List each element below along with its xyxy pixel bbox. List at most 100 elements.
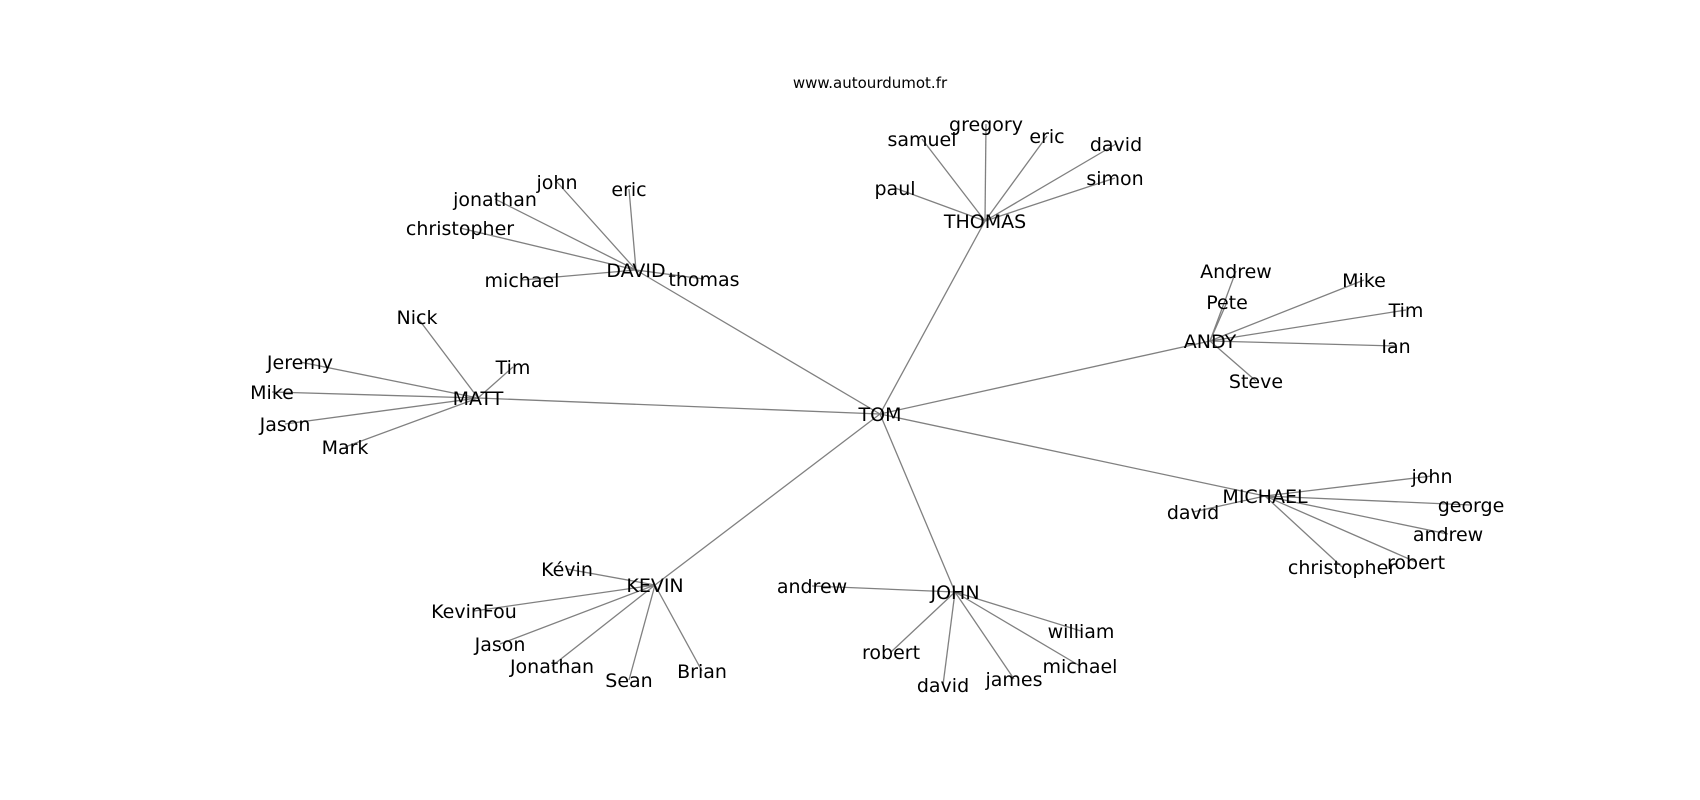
edge-andy-leaf (1209, 340, 1257, 382)
edge-david-leaf (459, 227, 637, 271)
edge-david-leaf (628, 188, 637, 271)
leaf-node-label: michael (1043, 656, 1118, 678)
edge-michael-leaf (1264, 475, 1433, 497)
edge-matt-leaf (299, 361, 479, 399)
edge-root-thomas (879, 220, 986, 415)
edge-andy-leaf (1209, 309, 1407, 342)
edge-andy-leaf (1209, 340, 1397, 347)
leaf-node-label: Kévin (541, 559, 593, 581)
edge-michael-leaf (1264, 495, 1343, 568)
leaf-node-label: eric (611, 179, 646, 201)
leaf-node-label: christopher (406, 218, 514, 240)
edge-root-david (635, 269, 881, 415)
edge-andy-leaf (1209, 270, 1237, 342)
edge-root-kevin (654, 413, 881, 586)
hub-node-label: MICHAEL (1222, 486, 1308, 508)
edge-kevin-leaf (566, 568, 656, 586)
leaf-node-label: robert (862, 642, 920, 664)
leaf-node-label: Nick (397, 307, 438, 329)
leaf-node-label: Mike (1342, 270, 1386, 292)
edge-andy-leaf (1209, 279, 1365, 342)
edge-david-leaf (635, 269, 705, 280)
leaf-node-label: Pete (1206, 292, 1248, 314)
leaf-node-label: david (917, 675, 969, 697)
edge-david-leaf (521, 269, 637, 281)
leaf-node-label: thomas (668, 269, 739, 291)
edge-michael-leaf (1192, 495, 1266, 513)
edge-thomas-leaf (984, 123, 987, 222)
hub-node-label: DAVID (606, 260, 665, 282)
hub-node-label: MATT (453, 388, 504, 410)
edge-root-andy (879, 340, 1211, 415)
edge-matt-leaf (284, 397, 479, 425)
leaf-node-label: Jonathan (509, 656, 594, 678)
edge-john-leaf (954, 591, 1015, 680)
leaf-node-label: Andrew (1200, 261, 1272, 283)
edge-kevin-leaf (551, 584, 656, 667)
edge-thomas-leaf (984, 135, 1048, 222)
source-text: www.autourdumot.fr (793, 74, 948, 92)
edge-matt-leaf (344, 397, 479, 448)
leaf-node-label: Jason (474, 634, 526, 656)
leaf-node-label: Steve (1229, 371, 1283, 393)
edge-thomas-leaf (921, 138, 986, 222)
edge-michael-leaf (1264, 495, 1449, 535)
edge-kevin-leaf (654, 584, 703, 672)
edge-john-leaf (942, 591, 956, 686)
leaf-node-label: michael (485, 270, 560, 292)
leaf-node-label: samuel (887, 129, 956, 151)
leaf-node-label: Jeremy (266, 352, 333, 374)
hub-node-label: KEVIN (626, 575, 683, 597)
edge-david-leaf (494, 198, 637, 271)
leaf-node-label: eric (1029, 126, 1064, 148)
leaf-node-label: KevinFou (431, 601, 517, 623)
hub-node-label: JOHN (929, 582, 979, 604)
leaf-node-label: robert (1387, 552, 1445, 574)
leaf-node-label: james (984, 669, 1042, 691)
edge-matt-leaf (477, 366, 514, 399)
leaf-node-label: Brian (677, 661, 727, 683)
edge-michael-leaf (1264, 495, 1417, 563)
edge-thomas-leaf (984, 143, 1117, 222)
root-node-label: TOM (858, 404, 902, 426)
leaf-node-label: gregory (949, 114, 1023, 136)
edge-john-leaf (954, 591, 1082, 632)
edge-root-john (879, 413, 956, 593)
leaf-node-label: jonathan (452, 189, 537, 211)
leaf-node-label: paul (874, 178, 915, 200)
edge-kevin-leaf (473, 584, 656, 612)
edge-david-leaf (556, 181, 637, 271)
leaf-node-label: Jason (259, 414, 311, 436)
edge-john-leaf (954, 591, 1081, 667)
edge-michael-leaf (1264, 495, 1472, 506)
leaf-node-label: david (1090, 134, 1142, 156)
leaf-node-label: Mark (322, 437, 369, 459)
edge-john-leaf (811, 585, 956, 593)
leaf-node-label: john (536, 172, 578, 194)
hub-node-label: ANDY (1184, 331, 1237, 353)
edge-john-leaf (890, 591, 956, 653)
leaf-node-label: william (1048, 621, 1115, 643)
edge-kevin-leaf (499, 584, 656, 645)
leaf-node-label: Mike (250, 382, 294, 404)
edge-thomas-leaf (894, 187, 986, 222)
leaf-node-label: john (1411, 466, 1453, 488)
leaf-node-label: Tim (1388, 300, 1424, 322)
edge-matt-leaf (271, 391, 479, 399)
edge-andy-leaf (1209, 301, 1228, 342)
edge-root-michael (879, 413, 1266, 497)
edge-layer (271, 123, 1472, 686)
edge-matt-leaf (416, 316, 479, 399)
edge-root-matt (477, 397, 881, 415)
leaf-node-label: david (1167, 502, 1219, 524)
leaf-node-label: Tim (495, 357, 531, 379)
edge-thomas-leaf (984, 177, 1116, 222)
leaf-node-label: Ian (1381, 336, 1410, 358)
leaf-node-label: george (1438, 495, 1505, 517)
hub-node-label: THOMAS (943, 211, 1026, 233)
leaf-node-label: andrew (1413, 524, 1483, 546)
leaf-node-label: andrew (777, 576, 847, 598)
leaf-node-label: Sean (605, 670, 652, 692)
